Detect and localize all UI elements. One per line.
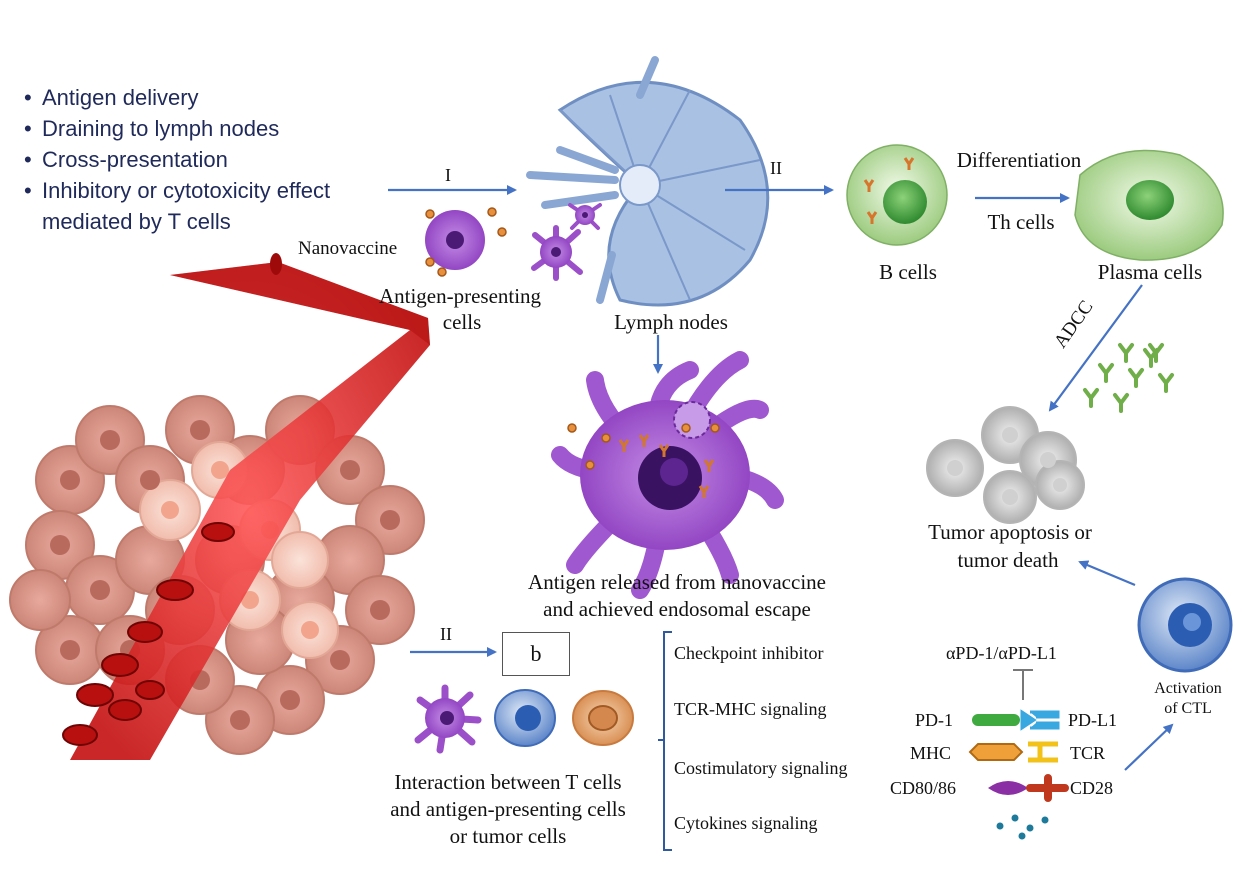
tumor-death-line1: Tumor apoptosis or [928,520,1092,544]
inhibitor-label: αPD-1/αPD-L1 [946,643,1057,663]
dendritic-cell-icon [425,207,507,277]
differentiation-label: Differentiation [956,148,1082,172]
bullet-list: Antigen delivery Draining to lymph nodes… [24,82,330,237]
plasma-cells-label: Plasma cells [1097,260,1203,284]
th-cells-label: Th cells [987,210,1055,234]
step-II-top-label: II [770,158,782,178]
release-line1: Antigen released from nanovaccine [528,570,826,594]
signaling-bracket [658,631,672,851]
signaling-item: Cytokines signaling [674,813,818,833]
mhc-label: MHC [910,743,952,763]
signaling-item: TCR-MHC signaling [674,699,827,719]
activation-line1: Activation [1154,680,1222,697]
section-b-box: b [502,632,570,676]
pdl1-label: PD-L1 [1068,710,1117,730]
step-II-bottom-label: II [440,624,452,644]
lymph-node-icon [526,56,770,307]
b-cell-icon [846,144,948,246]
tcr-label: TCR [1070,743,1106,763]
receptor-icon [968,669,1069,840]
cd28-label: CD28 [1070,778,1114,798]
bullet-item: Cross-presentation [24,144,330,175]
tumor-death-line2: tumor death [957,548,1059,572]
interaction-line2: and antigen-presenting cells [390,797,626,821]
pd1-label: PD-1 [915,710,954,730]
dendritic-cell-icon [551,351,784,599]
release-line2: and achieved endosomal escape [543,597,811,621]
dendritic-cell-icon [414,684,482,754]
interaction-line1: Interaction between T cells [394,770,622,794]
cd80-label: CD80/86 [890,778,957,798]
interaction-line3: or tumor cells [449,824,567,848]
tumor-cell-icon [572,690,634,746]
apc-label-line2: cells [442,310,482,334]
activation-line2: of CTL [1164,700,1212,717]
antibody-icon [1083,343,1174,413]
t-cell-icon [494,689,556,747]
bullet-item: mediated by T cells [42,209,231,234]
blood-vessel-icon [62,253,430,760]
bullet-item: Inhibitory or cytotoxicity effect [24,175,330,206]
lymph-nodes-label: Lymph nodes [614,310,728,334]
signaling-item: Checkpoint inhibitor [674,643,824,663]
t-cell-icon [1137,577,1233,673]
step-I-label: I [445,165,451,185]
dendritic-cell-icon [531,203,602,281]
apc-label-line1: Antigen-presenting [378,284,542,308]
nanovaccine-label: Nanovaccine [298,238,398,259]
b-cells-label: B cells [879,260,937,284]
bullet-item: Draining to lymph nodes [24,113,330,144]
bullet-item: Antigen delivery [24,82,330,113]
signaling-item: Costimulatory signaling [674,758,848,778]
plasma-cell-icon [1074,149,1224,261]
